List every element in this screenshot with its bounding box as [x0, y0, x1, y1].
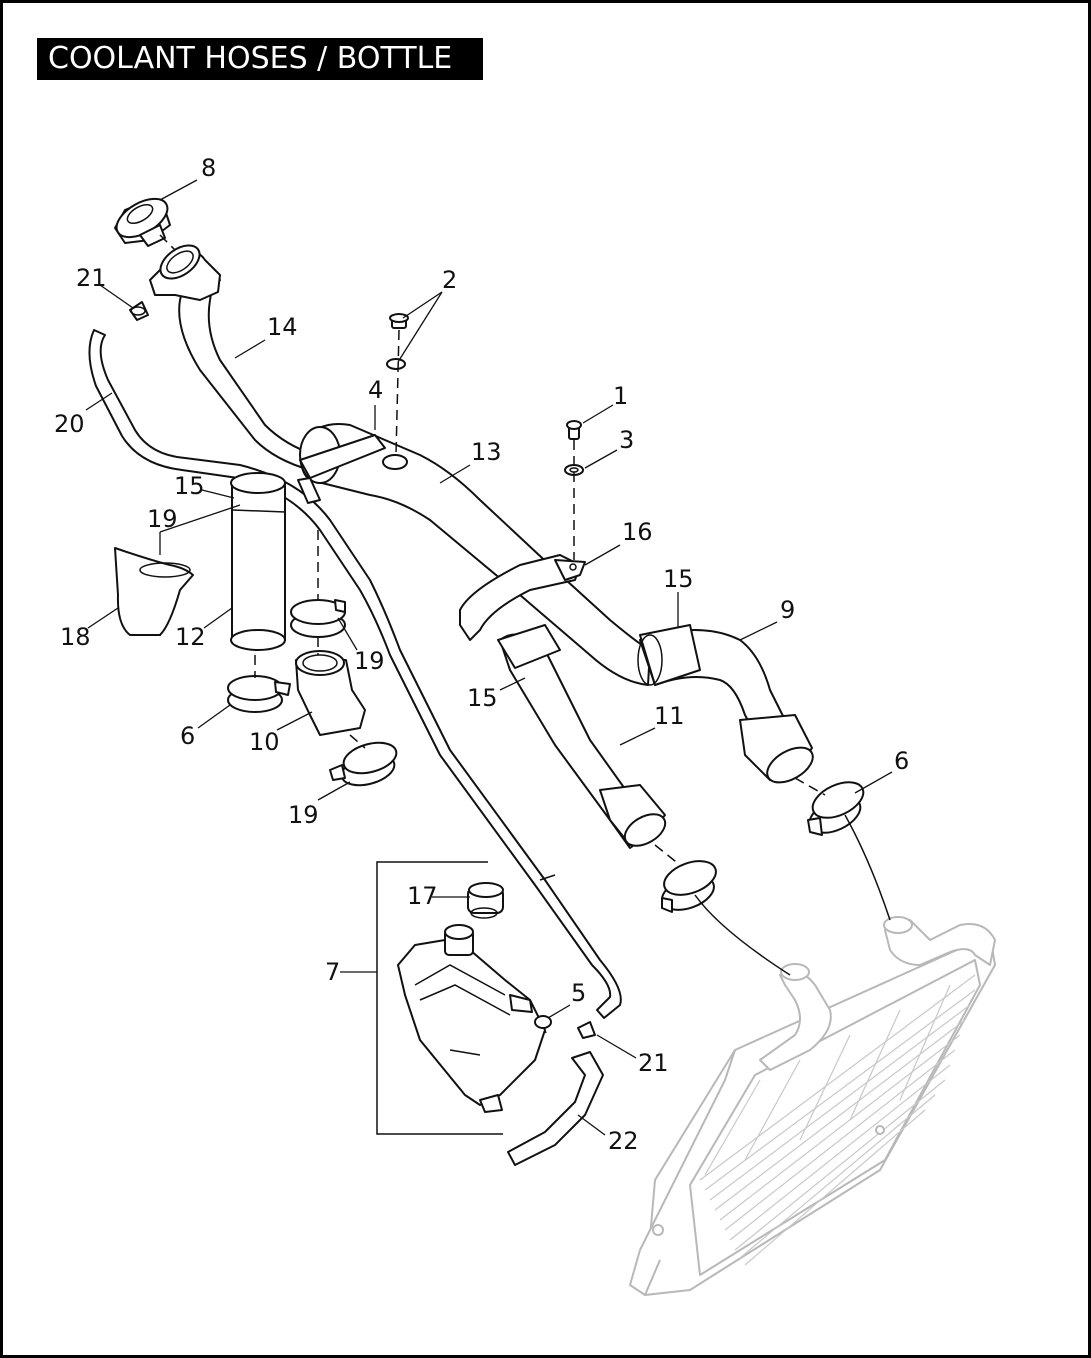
hose-12: [230, 472, 286, 651]
callout-15-lower: 15: [467, 684, 498, 712]
pressure-cap-8: [114, 197, 171, 247]
callout-22: 22: [608, 1127, 639, 1155]
callout-3: 3: [619, 426, 634, 454]
callout-21-upper: 21: [76, 264, 107, 292]
callout-labels: 1 2 3 4 5 6 6 7 8 9 10 11 12 13 14 15 15…: [54, 154, 909, 1155]
callout-11: 11: [654, 702, 685, 730]
bottle-cap-17: [467, 882, 504, 919]
coolant-bottle: [397, 924, 546, 1113]
fitting-21-lower: [577, 1021, 596, 1039]
hose-22: [507, 1051, 604, 1166]
callout-1: 1: [613, 382, 628, 410]
screw-1: [566, 420, 582, 440]
clamp-lower-11: [661, 860, 717, 913]
callout-21-lower: 21: [638, 1049, 669, 1077]
callout-2: 2: [442, 266, 457, 294]
filler-neck-hose-14: [149, 244, 316, 471]
callout-6-right: 6: [894, 747, 909, 775]
clamp-19-upper: [290, 599, 346, 638]
callout-5: 5: [571, 979, 586, 1007]
clamp-6-right: [807, 781, 865, 836]
hose-10: [295, 650, 366, 736]
callout-9: 9: [780, 596, 795, 624]
screw-2: [382, 313, 409, 470]
lower-hose-11: [497, 624, 667, 849]
callout-13: 13: [471, 438, 502, 466]
callout-15-right: 15: [663, 565, 694, 593]
callout-8: 8: [201, 154, 216, 182]
main-hose-13: [297, 423, 814, 784]
callout-10: 10: [249, 728, 280, 756]
callout-19-lower: 19: [288, 801, 319, 829]
callout-6-left: 6: [180, 722, 195, 750]
clamp-19-lower: [329, 741, 398, 787]
leader-lines: [85, 179, 893, 1136]
callout-18: 18: [60, 623, 91, 651]
boot-18: [114, 547, 194, 636]
fitting-5: [534, 1015, 552, 1029]
overflow-hose-20: [88, 329, 622, 1019]
callout-19-upper: 19: [147, 505, 178, 533]
callout-15-left: 15: [174, 472, 205, 500]
clamp-6-left: [227, 675, 291, 713]
diagram-title: COOLANT HOSES / BOTTLE: [37, 38, 483, 80]
clamp-16: [459, 554, 586, 641]
callout-12: 12: [175, 623, 206, 651]
callout-7: 7: [325, 958, 340, 986]
callout-16: 16: [622, 518, 653, 546]
callout-14: 14: [267, 313, 298, 341]
fitting-21-upper: [129, 301, 149, 321]
callout-19-middle: 19: [354, 647, 385, 675]
kit-bracket-7: [376, 861, 503, 1135]
callout-20: 20: [54, 410, 85, 438]
radiator: [629, 916, 996, 1296]
radiator-connection-lines: [694, 814, 891, 976]
callout-4: 4: [368, 376, 383, 404]
callout-17: 17: [407, 882, 438, 910]
